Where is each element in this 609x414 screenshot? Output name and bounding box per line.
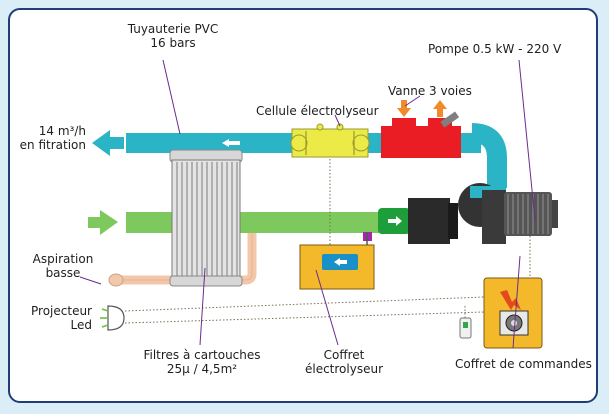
return-pipe-elbow	[471, 123, 507, 188]
filters-label: Filtres à cartouches 25µ / 4,5m²	[143, 348, 261, 376]
leader-lines	[79, 59, 536, 349]
flow-label: 14 m³/h en fitration	[19, 124, 86, 152]
electrolyser-box	[299, 232, 375, 290]
valve-label: Vanne 3 voies	[388, 84, 472, 98]
pipe-label: Tuyauterie PVC 16 bars	[127, 22, 219, 50]
electrolyser-cell	[290, 123, 370, 158]
electrolyser-box-label: Coffret électrolyseur	[304, 348, 384, 376]
arrow-up-icon	[433, 100, 447, 117]
switch-icon	[459, 317, 472, 339]
cell-label: Cellule électrolyseur	[256, 104, 379, 118]
suction-inlet	[108, 273, 124, 287]
arrow-right-icon	[88, 210, 118, 235]
power-wire	[124, 296, 485, 312]
led-lamp-icon	[100, 305, 125, 331]
inlet-pipe	[126, 212, 380, 233]
control-box-label: Coffret de commandes	[455, 357, 592, 371]
filter-cartridge	[169, 149, 243, 287]
arrow-left-icon	[222, 139, 240, 147]
projector-label: Projecteur Led	[31, 304, 92, 332]
arrow-right-icon	[388, 216, 402, 226]
control-box	[483, 277, 543, 349]
lightning-icon	[500, 290, 521, 310]
arrow-down-icon	[397, 100, 411, 117]
suction-label: Aspiration basse	[32, 252, 94, 280]
three-way-valve	[381, 111, 461, 158]
power-wire	[124, 311, 485, 324]
arrow-left-icon	[334, 258, 347, 266]
pump-label: Pompe 0.5 kW - 220 V	[428, 42, 562, 56]
pump	[378, 183, 558, 244]
arrow-left-icon	[92, 130, 124, 156]
